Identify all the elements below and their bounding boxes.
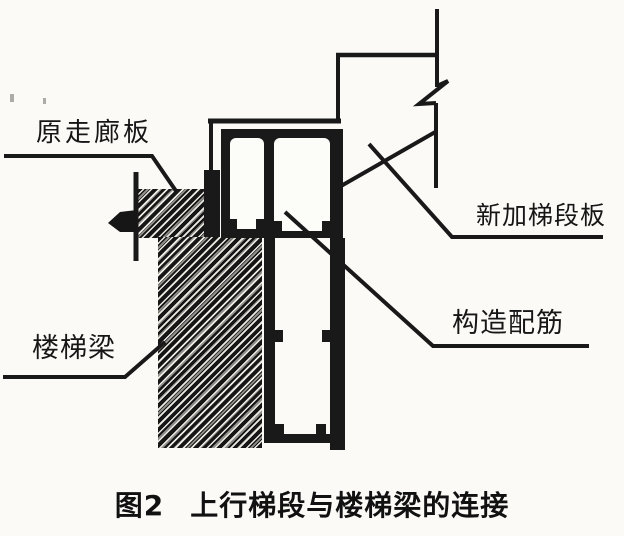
channel-bottom-bar — [264, 434, 345, 443]
leader-stair-beam — [3, 340, 167, 379]
figure-caption-number: 图2 — [114, 489, 165, 522]
leader-new-stair-slab — [367, 142, 603, 239]
stair-section-cell-right — [274, 138, 330, 231]
label-new-stair-slab: 新加梯段板 — [476, 201, 607, 230]
rebar-nub — [275, 424, 284, 434]
rebar-nub — [256, 219, 264, 229]
channel-left-wall — [264, 238, 275, 443]
rebar-nub — [316, 424, 326, 434]
scan-speck — [43, 98, 46, 104]
stair-beam-hatch — [158, 237, 262, 448]
flight-soffit-line — [340, 129, 438, 188]
channel-right-wall — [330, 238, 345, 450]
rebar-nub — [322, 330, 330, 342]
scan-speck — [10, 94, 14, 102]
leader-structural-rebar — [283, 210, 589, 348]
rebar-nub — [322, 221, 330, 231]
label-structural-rebar: 构造配筋 — [452, 308, 564, 339]
label-stair-beam: 楼梯梁 — [32, 333, 116, 364]
stair-section-cell-left — [230, 138, 264, 229]
figure-caption-title: 上行梯段与楼梯梁的连接 — [190, 489, 510, 522]
rebar-nub — [229, 219, 237, 229]
corridor-slab-hatch — [137, 189, 206, 238]
leader-corridor-slab — [4, 154, 178, 193]
figure-caption: 图2 上行梯段与楼梯梁的连接 — [0, 484, 624, 524]
rebar-nub — [274, 221, 282, 231]
embed-anchor-arrow — [108, 210, 137, 232]
anchor-nub-bar — [204, 170, 220, 238]
label-corridor-slab: 原走廊板 — [36, 118, 153, 148]
rebar-nub — [275, 330, 283, 342]
break-mark — [412, 79, 450, 107]
